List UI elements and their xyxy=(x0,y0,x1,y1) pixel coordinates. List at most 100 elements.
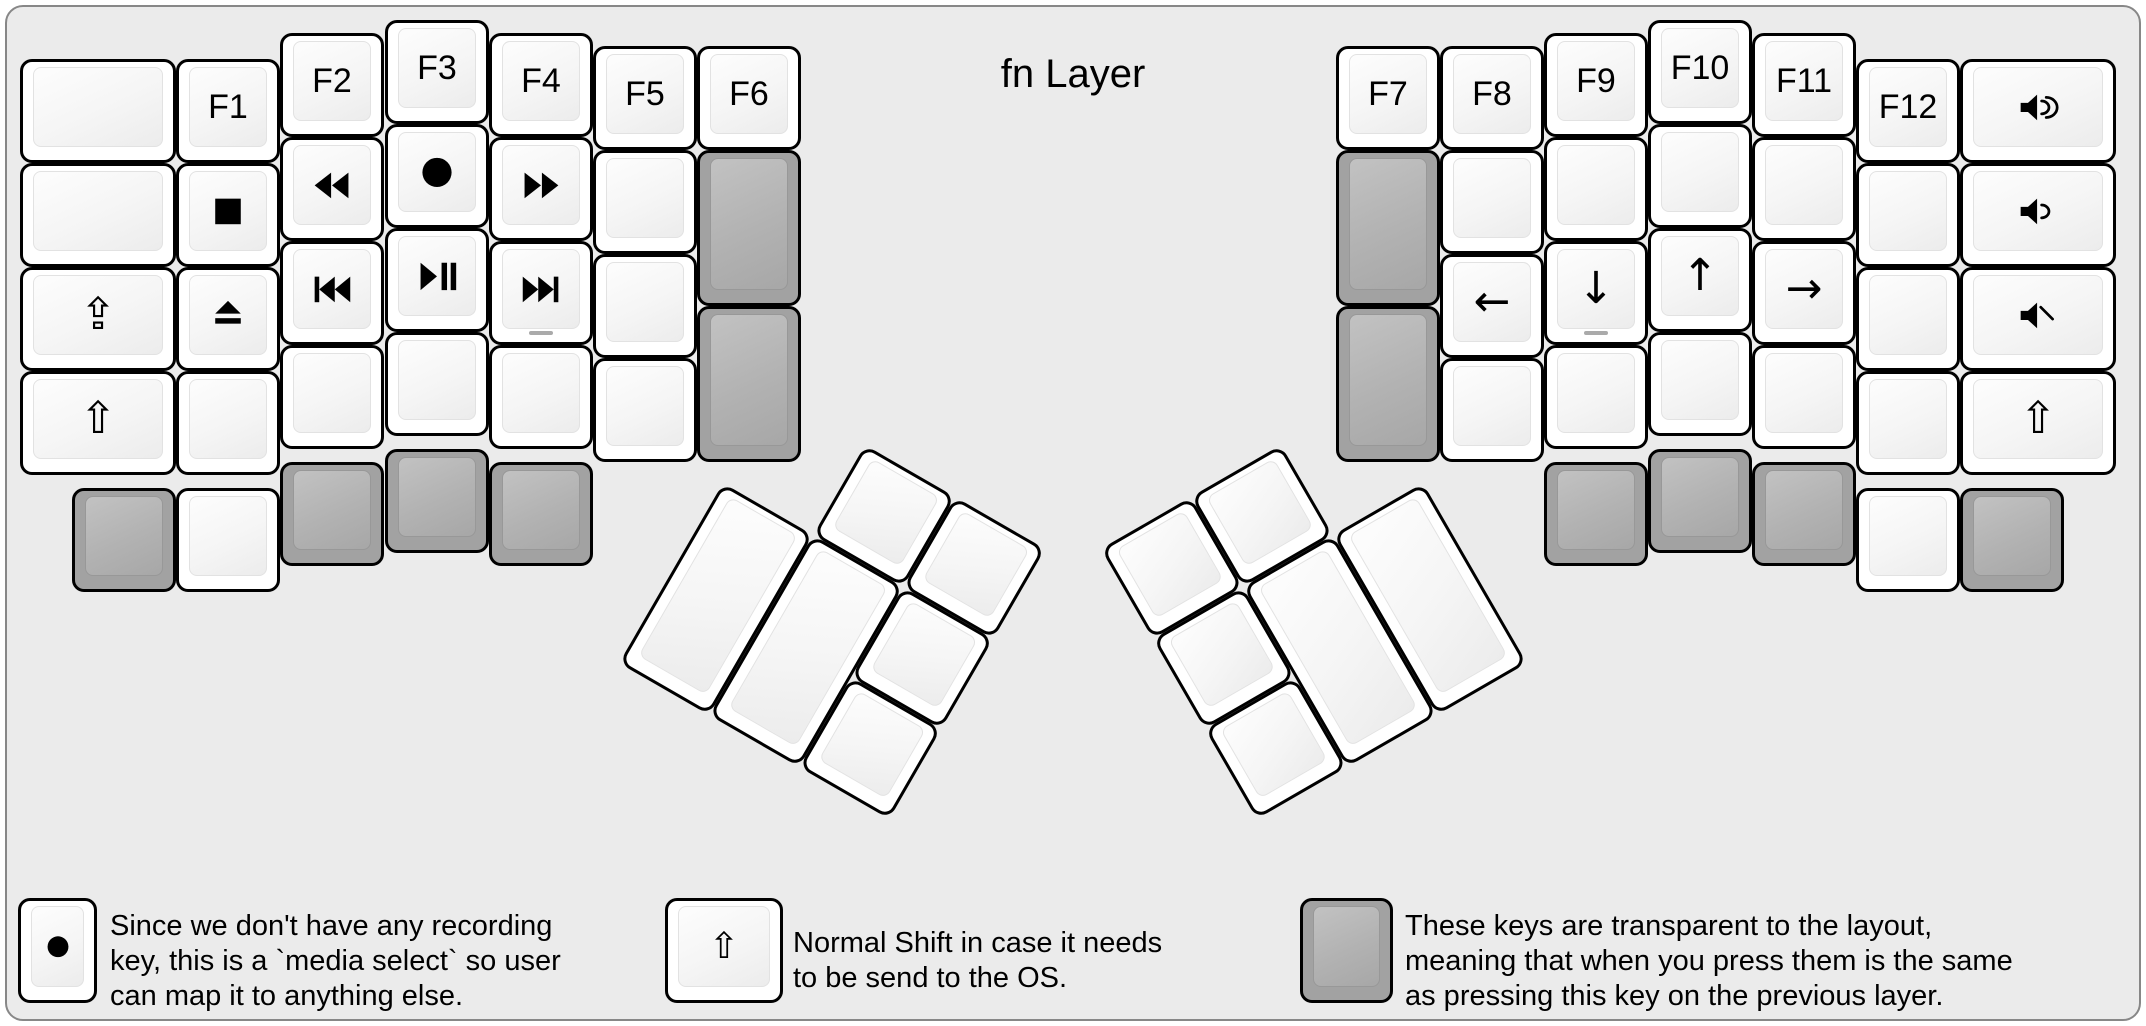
keycap-surface: ← xyxy=(1453,262,1531,342)
key-blank[interactable] xyxy=(20,59,176,163)
key-f12[interactable]: F12 xyxy=(1856,59,1960,163)
key-transparent[interactable] xyxy=(1544,462,1648,566)
key-transparent[interactable] xyxy=(1960,488,2064,592)
keycap-surface xyxy=(398,132,476,212)
rewind-icon xyxy=(311,169,353,202)
key-blank[interactable] xyxy=(1856,163,1960,267)
keycap-surface xyxy=(1765,353,1843,433)
legend-text-transparent-key-sample: These keys are transparent to the layout… xyxy=(1405,909,2013,1014)
key-transparent[interactable] xyxy=(1648,449,1752,553)
key-blank[interactable] xyxy=(1856,488,1960,592)
key-transparent[interactable] xyxy=(385,449,489,553)
key-blank[interactable] xyxy=(593,254,697,358)
key-shift[interactable]: ⇧ xyxy=(20,371,176,475)
keycap-surface xyxy=(293,145,371,225)
keycap-surface xyxy=(189,379,267,459)
key-blank[interactable] xyxy=(176,371,280,475)
key-f5[interactable]: F5 xyxy=(593,46,697,150)
key-transparent[interactable] xyxy=(697,150,801,306)
key-blank[interactable] xyxy=(385,332,489,436)
key-transparent[interactable] xyxy=(280,462,384,566)
key-stop[interactable] xyxy=(176,163,280,267)
key-arrow-down[interactable]: ↓ xyxy=(1544,241,1648,345)
key-arrow-left[interactable]: ← xyxy=(1440,254,1544,358)
keycap-surface: F3 xyxy=(398,28,476,108)
key-blank[interactable] xyxy=(20,163,176,267)
key-blank[interactable] xyxy=(1440,150,1544,254)
legend-line: to be send to the OS. xyxy=(793,962,1068,994)
keycap-surface xyxy=(31,906,84,987)
key-media-select-record[interactable] xyxy=(385,124,489,228)
key-prev-track[interactable] xyxy=(280,241,384,345)
key-rewind[interactable] xyxy=(280,137,384,241)
key-blank[interactable] xyxy=(1648,124,1752,228)
key-blank[interactable] xyxy=(1752,345,1856,449)
key-blank[interactable] xyxy=(1856,267,1960,371)
keycap-surface xyxy=(1869,171,1947,251)
key-caps-lock[interactable]: ⇪ xyxy=(20,267,176,371)
key-play-pause[interactable] xyxy=(385,228,489,332)
keycap-surface xyxy=(1349,314,1427,446)
key-transparent[interactable] xyxy=(1336,306,1440,462)
key-arrow-up[interactable]: ↑ xyxy=(1648,228,1752,332)
keycap-surface xyxy=(33,171,163,251)
key-transparent[interactable] xyxy=(697,306,801,462)
key-blank[interactable] xyxy=(489,345,593,449)
keycap-surface xyxy=(1973,275,2103,355)
fast-forward-icon xyxy=(520,169,562,202)
legend-line: as pressing this key on the previous lay… xyxy=(1405,979,1944,1012)
key-f10[interactable]: F10 xyxy=(1648,20,1752,124)
key-f4[interactable]: F4 xyxy=(489,33,593,137)
key-label: F8 xyxy=(1472,75,1512,113)
key-next-track[interactable] xyxy=(489,241,593,345)
keycap-surface xyxy=(1869,275,1947,355)
key-f1[interactable]: F1 xyxy=(176,59,280,163)
keycap-surface xyxy=(293,470,371,550)
key-f8[interactable]: F8 xyxy=(1440,46,1544,150)
key-f7[interactable]: F7 xyxy=(1336,46,1440,150)
key-transparent[interactable] xyxy=(1752,462,1856,566)
key-mute[interactable] xyxy=(1960,267,2116,371)
key-blank[interactable] xyxy=(593,150,697,254)
keycap-surface xyxy=(502,249,580,329)
key-blank[interactable] xyxy=(1648,332,1752,436)
keycap-surface xyxy=(1349,158,1427,290)
key-blank[interactable] xyxy=(280,345,384,449)
key-blank[interactable] xyxy=(1440,358,1544,462)
record-icon xyxy=(416,156,458,189)
keycap-surface xyxy=(606,158,684,238)
key-blank[interactable] xyxy=(1544,137,1648,241)
key-label: ↑ xyxy=(1681,250,1719,301)
layer-title: fn Layer xyxy=(1000,52,1146,96)
keycap-surface xyxy=(1453,158,1531,238)
keycap-surface xyxy=(502,145,580,225)
key-blank[interactable] xyxy=(1752,137,1856,241)
key-volume-up[interactable] xyxy=(1960,59,2116,163)
key-shift[interactable]: ⇧ xyxy=(1960,371,2116,475)
key-f11[interactable]: F11 xyxy=(1752,33,1856,137)
key-volume-down[interactable] xyxy=(1960,163,2116,267)
keycap-surface: ↓ xyxy=(1557,249,1635,329)
key-transparent[interactable] xyxy=(1336,150,1440,306)
keycap-surface xyxy=(1661,457,1739,537)
key-f9[interactable]: F9 xyxy=(1544,33,1648,137)
volume-up-icon xyxy=(2017,91,2059,124)
key-blank[interactable] xyxy=(1856,371,1960,475)
key-f6[interactable]: F6 xyxy=(697,46,801,150)
key-label: ← xyxy=(1473,276,1511,327)
key-blank[interactable] xyxy=(176,488,280,592)
key-transparent[interactable] xyxy=(72,488,176,592)
key-arrow-right[interactable]: → xyxy=(1752,241,1856,345)
key-f2[interactable]: F2 xyxy=(280,33,384,137)
key-eject[interactable] xyxy=(176,267,280,371)
keycap-surface: F4 xyxy=(502,41,580,121)
key-blank[interactable] xyxy=(1544,345,1648,449)
key-fast-forward[interactable] xyxy=(489,137,593,241)
keycap-surface: F2 xyxy=(293,41,371,121)
keycap-surface xyxy=(1313,906,1380,987)
key-blank[interactable] xyxy=(593,358,697,462)
key-transparent[interactable] xyxy=(489,462,593,566)
key-f3[interactable]: F3 xyxy=(385,20,489,124)
